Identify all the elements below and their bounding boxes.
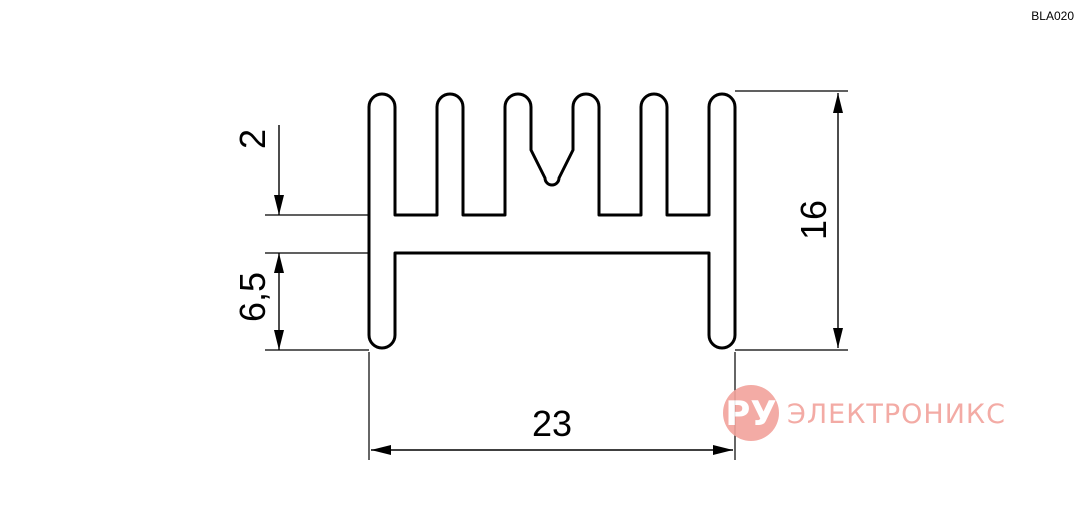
arrowhead-leg-top xyxy=(274,253,284,273)
dimension-label-leg-height: 6,5 xyxy=(232,272,273,322)
watermark-text: ЭЛЕКТРОНИКС xyxy=(787,399,1006,430)
dimension-label-fin-gap: 2 xyxy=(232,129,273,149)
heatsink-profile-outline xyxy=(367,92,737,350)
extension-lines xyxy=(265,90,848,460)
dimension-label-height: 16 xyxy=(793,200,834,240)
dimension-label-width: 23 xyxy=(532,403,572,444)
drawing-code: BLA020 xyxy=(1031,9,1074,23)
dimension-lines xyxy=(274,93,843,455)
watermark-badge-circle xyxy=(723,385,779,441)
watermark-logo: РУ ЭЛЕКТРОНИКС xyxy=(723,385,1006,441)
arrowhead-leg-bottom xyxy=(274,330,284,350)
watermark-badge-text: РУ xyxy=(725,394,776,434)
